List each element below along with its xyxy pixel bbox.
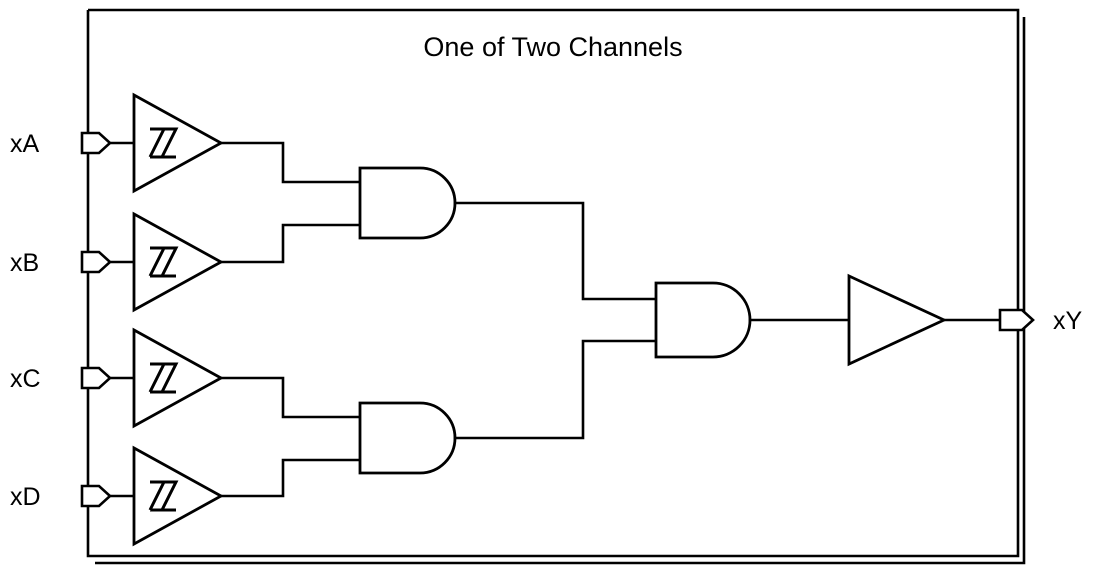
hysteresis-icon — [148, 480, 179, 512]
hysteresis-icon — [148, 362, 179, 394]
output-pin-xy[interactable]: xY — [998, 307, 1083, 335]
pin-connector-shape — [80, 250, 112, 274]
page-title: One of Two Channels — [423, 32, 682, 62]
schmitt-buffer-b[interactable] — [132, 211, 224, 313]
output-buffer-y[interactable] — [847, 273, 948, 367]
buffer-triangle — [132, 211, 224, 313]
wire-and-ab-to-and-final — [453, 201, 658, 301]
pin-connector-shape — [998, 308, 1035, 332]
wire-buffer-d-to-and-cd — [219, 458, 362, 498]
hysteresis-icon — [148, 246, 179, 278]
input-pin-xd[interactable]: xD — [10, 483, 112, 511]
input-label-xc: xC — [10, 365, 41, 393]
hysteresis-icon — [148, 127, 179, 159]
pin-connector-shape — [80, 366, 112, 390]
schmitt-buffer-a[interactable] — [132, 92, 224, 194]
input-label-xb: xB — [10, 249, 39, 277]
schmitt-buffer-d[interactable] — [132, 445, 224, 547]
buffer-triangle — [132, 92, 224, 194]
input-pin-xa[interactable]: xA — [10, 130, 112, 158]
and-gate-body — [654, 281, 752, 359]
wire-buffer-b-to-and-ab — [219, 223, 362, 264]
output-label-xy: xY — [1053, 307, 1083, 335]
input-label-xd: xD — [10, 483, 41, 511]
and-gate-cd[interactable] — [358, 401, 457, 475]
buffer-triangle — [132, 445, 224, 547]
input-pin-xc[interactable]: xC — [10, 365, 112, 393]
buffer-triangle — [847, 273, 948, 367]
pin-connector-shape — [80, 131, 112, 155]
input-pin-xb[interactable]: xB — [10, 249, 112, 277]
and-gate-body — [358, 166, 457, 240]
wire-buffer-c-to-and-cd — [219, 376, 362, 419]
wire-and-cd-to-and-final — [453, 339, 658, 440]
and-gate-final[interactable] — [654, 281, 752, 359]
package-outline-shadow — [95, 17, 1026, 565]
package-outline — [86, 8, 1026, 565]
wire-buffer-a-to-and-ab — [219, 141, 362, 184]
input-label-xa: xA — [10, 130, 40, 158]
and-gate-body — [358, 401, 457, 475]
pin-connector-shape — [80, 484, 112, 508]
package-outline-main — [86, 8, 1020, 558]
and-gate-ab[interactable] — [358, 166, 457, 240]
buffer-triangle — [132, 327, 224, 429]
schmitt-buffer-c[interactable] — [132, 327, 224, 429]
